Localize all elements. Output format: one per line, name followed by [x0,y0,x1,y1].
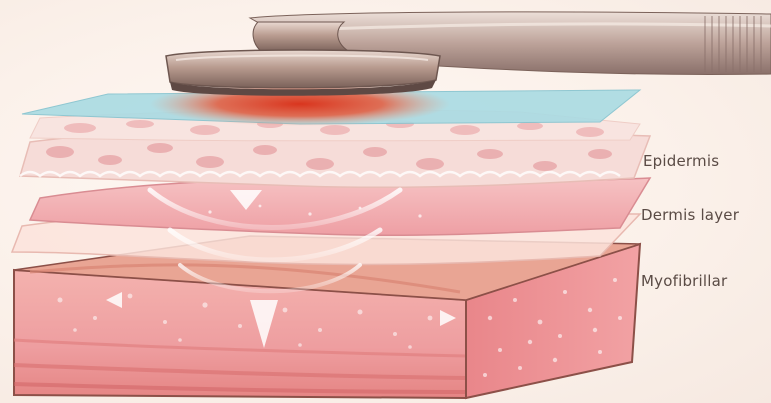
dermis-layer-label: Dermis layer [641,206,739,224]
epidermis-label: Epidermis [643,152,719,170]
myofibrillar-label: Myofibrillar [641,272,727,290]
rf-handpiece-icon [166,12,771,96]
